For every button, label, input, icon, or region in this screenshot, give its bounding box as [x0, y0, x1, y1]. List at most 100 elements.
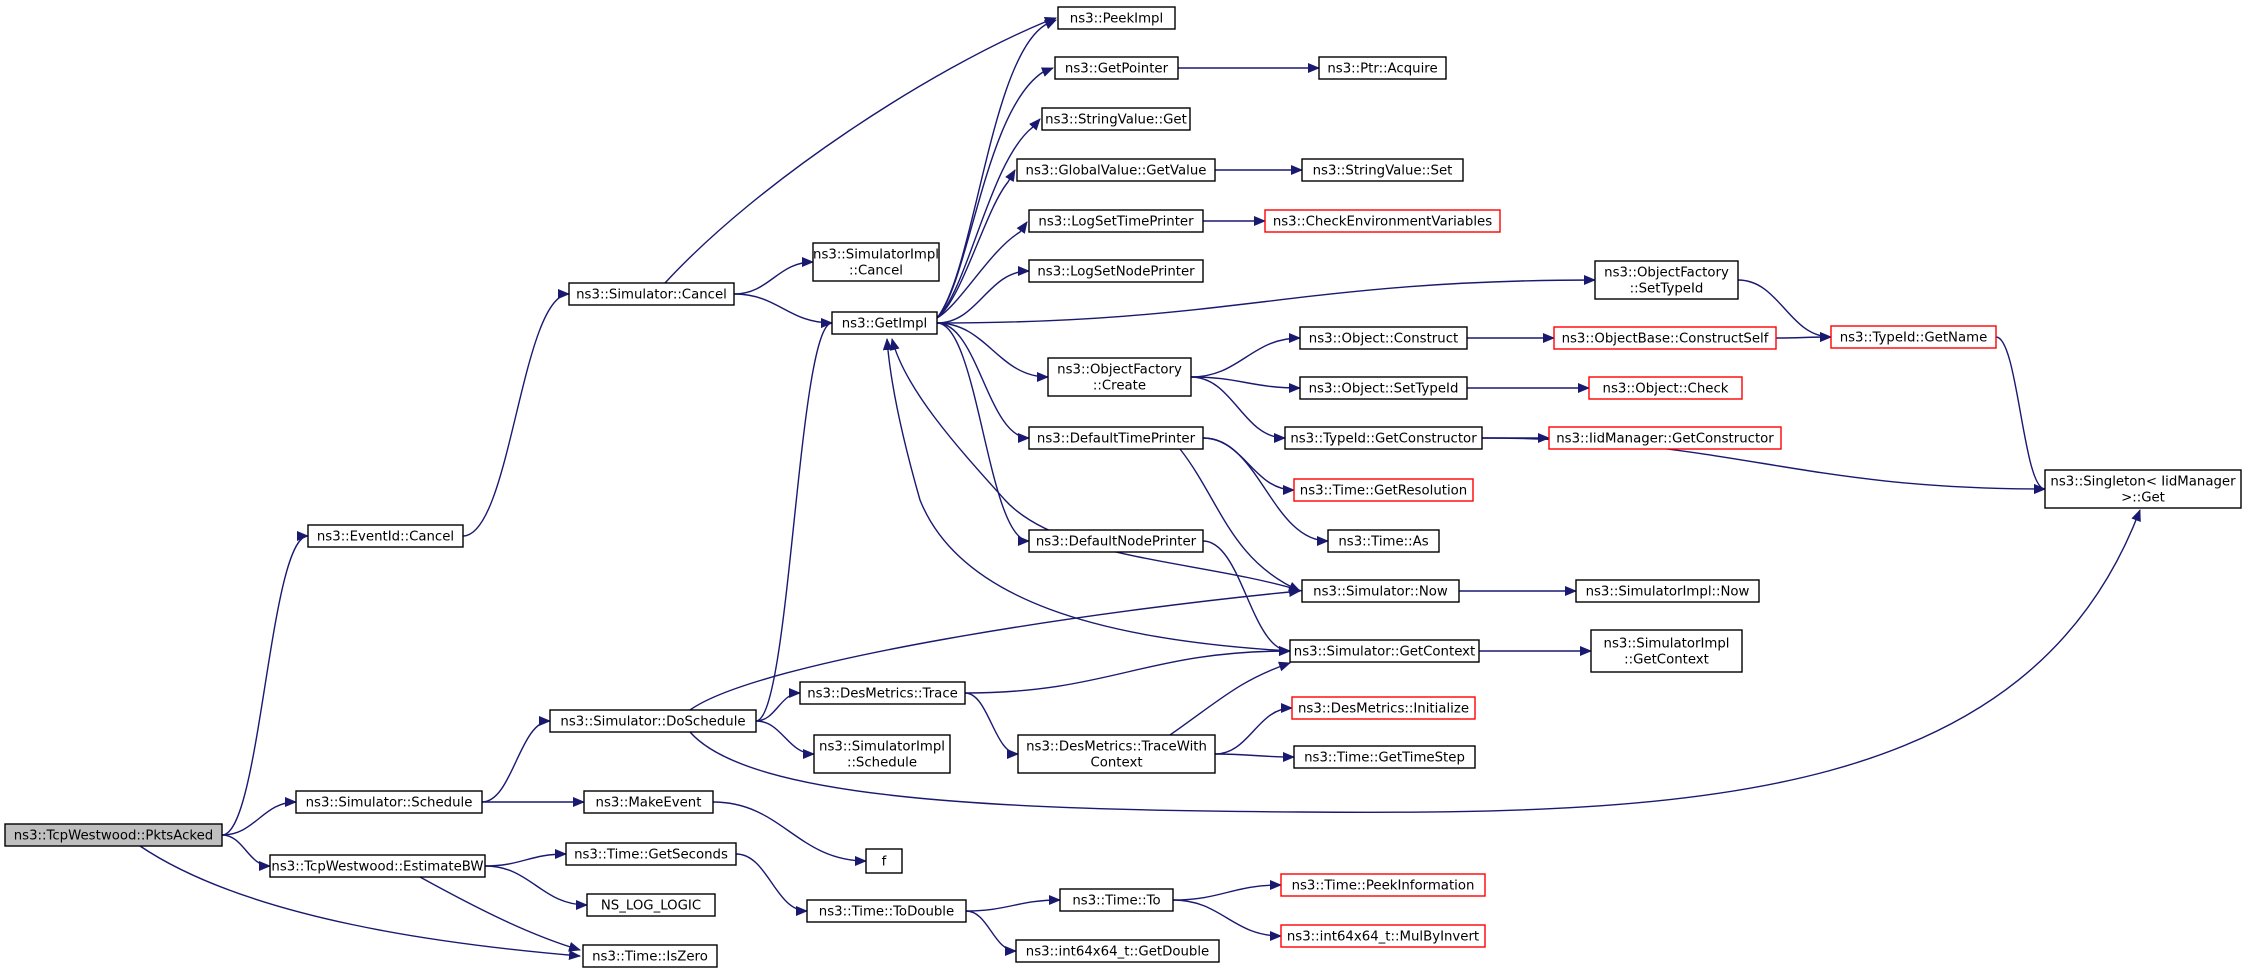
edge-arrow [221, 834, 271, 871]
node-makeevent[interactable]: ns3::MakeEvent [583, 790, 714, 814]
edge-doschedule-to-simnow [689, 587, 1301, 711]
node-label: ::Cancel [849, 264, 903, 279]
node-simnow[interactable]: ns3::Simulator::Now [1301, 579, 1460, 603]
node-getdouble[interactable]: ns3::int64x64_t::GetDouble [1015, 939, 1220, 963]
node-box [1590, 629, 1743, 673]
node-iidgetconstructor[interactable]: ns3::IidManager::GetConstructor [1548, 426, 1782, 450]
edge-tracewithctx-to-desminit [1214, 703, 1293, 755]
node-box [582, 944, 718, 968]
node-box [1299, 326, 1468, 350]
node-peekimpl[interactable]: ns3::PeekImpl [1057, 6, 1176, 30]
edge-arrow [1179, 448, 1301, 592]
node-ofsettypeid[interactable]: ns3::ObjectFactory::SetTypeId [1594, 260, 1739, 300]
node-getimpl[interactable]: ns3::GetImpl [831, 311, 938, 335]
node-box [1028, 426, 1204, 450]
node-simgetcontext[interactable]: ns3::Simulator::GetContext [1289, 639, 1480, 663]
node-objcheck[interactable]: ns3::Object::Check [1588, 376, 1743, 400]
node-label: f [882, 855, 887, 870]
node-simimplgetcontext[interactable]: ns3::SimulatorImpl::GetContext [1590, 629, 1743, 673]
node-label: ns3::SimulatorImpl::Now [1586, 585, 1750, 600]
node-constructself[interactable]: ns3::ObjectBase::ConstructSelf [1553, 326, 1777, 350]
node-box [865, 848, 903, 874]
node-mulbyinvert[interactable]: ns3::int64x64_t::MulByInvert [1280, 924, 1486, 948]
node-desminit[interactable]: ns3::DesMetrics::Initialize [1291, 696, 1476, 720]
node-label: ns3::Time::GetResolution [1300, 484, 1467, 499]
node-iszero[interactable]: ns3::Time::IsZero [582, 944, 718, 968]
node-label: ns3::SimulatorImpl [819, 740, 945, 755]
edge-arrow [936, 275, 1596, 324]
node-box [806, 899, 967, 923]
node-label: ns3::GlobalValue::GetValue [1026, 164, 1207, 179]
node-gettimestep[interactable]: ns3::Time::GetTimeStep [1293, 745, 1476, 769]
node-ofcreate[interactable]: ns3::ObjectFactory::Create [1047, 357, 1192, 397]
edge-ofsettypeid-to-typeidgetname [1737, 279, 1832, 342]
node-box [1264, 209, 1501, 233]
node-label: ns3::Simulator::Now [1313, 585, 1448, 600]
edge-arrow [965, 910, 1017, 956]
edge-timeto-to-peekinfo [1172, 880, 1282, 901]
node-logsettime[interactable]: ns3::LogSetTimePrinter [1028, 209, 1204, 233]
node-simimplnow[interactable]: ns3::SimulatorImpl::Now [1575, 579, 1760, 603]
edge-arrow [1214, 703, 1293, 755]
node-stringget[interactable]: ns3::StringValue::Get [1041, 107, 1191, 131]
edge-estimatebw-to-nslog [484, 865, 588, 910]
node-defaulttime[interactable]: ns3::DefaultTimePrinter [1028, 426, 1204, 450]
node-defaultnode[interactable]: ns3::DefaultNodePrinter [1028, 529, 1204, 553]
node-label: ns3::int64x64_t::MulByInvert [1287, 930, 1479, 945]
node-box [1594, 260, 1739, 300]
edge-tracewithctx-to-simgetcontext [1169, 661, 1291, 736]
node-typeidgetname[interactable]: ns3::TypeId::GetName [1830, 325, 1997, 349]
node-label: ns3::DesMetrics::Trace [807, 687, 958, 702]
edge-arrow [965, 895, 1061, 912]
node-eventcancel[interactable]: ns3::EventId::Cancel [307, 524, 464, 548]
node-nslog[interactable]: NS_LOG_LOGIC [586, 893, 716, 917]
node-stringset[interactable]: ns3::StringValue::Set [1301, 158, 1464, 182]
edge-todouble-to-getdouble [965, 910, 1017, 956]
node-label: ns3::Time::ToDouble [819, 905, 954, 920]
node-box [799, 681, 966, 705]
node-getpointer[interactable]: ns3::GetPointer [1054, 56, 1179, 80]
node-label: ns3::SimulatorImpl [813, 248, 939, 263]
node-getconstructor[interactable]: ns3::TypeId::GetConstructor [1284, 426, 1483, 450]
node-singleton[interactable]: ns3::Singleton< IidManager >::Get [2044, 469, 2242, 509]
node-peekinfo[interactable]: ns3::Time::PeekInformation [1280, 873, 1486, 897]
node-getseconds[interactable]: ns3::Time::GetSeconds [565, 842, 737, 866]
node-objsettypeid[interactable]: ns3::Object::SetTypeId [1299, 376, 1468, 400]
node-desmtrace[interactable]: ns3::DesMetrics::Trace [799, 681, 966, 705]
node-pktsacked[interactable]: ns3::TcpWestwood::PktsAcked [4, 823, 223, 847]
edge-arrow [664, 17, 1057, 284]
node-timeas[interactable]: ns3::Time::As [1327, 529, 1440, 553]
node-globalgetvalue[interactable]: ns3::GlobalValue::GetValue [1016, 158, 1216, 182]
edge-arrow [936, 322, 1030, 546]
node-logsetnode[interactable]: ns3::LogSetNodePrinter [1028, 259, 1204, 283]
node-f[interactable]: f [865, 848, 903, 874]
edge-pktsacked-to-eventcancel [221, 531, 309, 836]
node-simimplschedule[interactable]: ns3::SimulatorImpl::Schedule [813, 734, 951, 774]
node-label: ns3::StringValue::Set [1313, 164, 1453, 179]
node-getresolution[interactable]: ns3::Time::GetResolution [1293, 478, 1474, 502]
node-checkenv[interactable]: ns3::CheckEnvironmentVariables [1264, 209, 1501, 233]
node-simcancel[interactable]: ns3::Simulator::Cancel [568, 282, 735, 306]
node-box [549, 709, 757, 733]
node-label: ns3::LogSetTimePrinter [1038, 215, 1194, 230]
node-todouble[interactable]: ns3::Time::ToDouble [806, 899, 967, 923]
edge-arrow [221, 531, 309, 836]
node-box [269, 854, 486, 878]
node-label: ns3::EventId::Cancel [317, 530, 454, 545]
node-timeto[interactable]: ns3::Time::To [1059, 888, 1174, 912]
node-simschedule[interactable]: ns3::Simulator::Schedule [295, 790, 483, 814]
node-estimatebw[interactable]: ns3::TcpWestwood::EstimateBW [269, 854, 486, 878]
node-objconstruct[interactable]: ns3::Object::Construct [1299, 326, 1468, 350]
node-ptracquire[interactable]: ns3::Ptr::Acquire [1318, 56, 1447, 80]
edge-arrow [481, 716, 551, 803]
node-box [1588, 376, 1743, 400]
node-simimplcancel[interactable]: ns3::SimulatorImpl::Cancel [812, 242, 940, 282]
edge-arrow [733, 257, 814, 295]
edge-arrow [1172, 880, 1282, 901]
node-box [1057, 6, 1176, 30]
node-doschedule[interactable]: ns3::Simulator::DoSchedule [549, 709, 757, 733]
edge-doschedule-to-simimplschedule [755, 720, 815, 759]
node-box [1047, 357, 1192, 397]
